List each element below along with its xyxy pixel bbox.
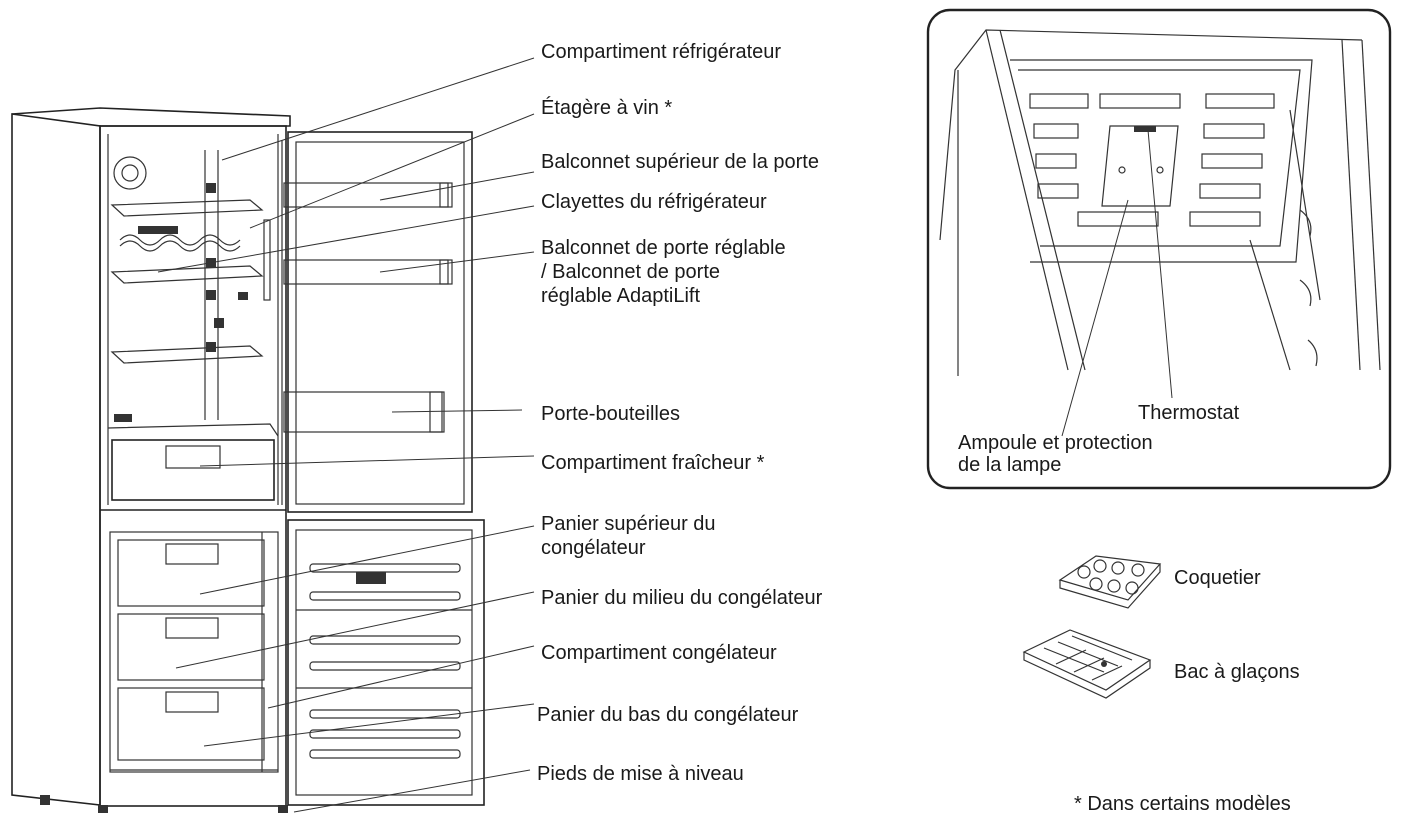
leader-lines [157,57,535,813]
freezer-door [287,519,485,806]
label-wine-rack: Étagère à vin * [541,97,673,119]
label-thermostat: Thermostat [1138,402,1240,424]
egg-tray-icon [1058,555,1162,609]
label-freezer-compartment: Compartiment congélateur [541,642,777,664]
label-freezer-top-basket: Panier supérieur du congélateur [541,513,716,559]
label-crisper: Compartiment fraîcheur * [541,452,765,474]
footnote: * Dans certains modèles [1074,793,1291,815]
fridge-cabinet [11,107,291,813]
label-lamp: Ampoule et protection de la lampe [958,432,1153,476]
fridge-door [281,131,473,513]
label-bottle-holder: Porte-bouteilles [541,403,680,425]
lamp-inset [926,8,1392,490]
label-freezer-bottom-basket: Panier du bas du congélateur [537,704,799,726]
label-egg-tray: Coquetier [1174,567,1261,589]
label-fridge-shelves: Clayettes du réfrigérateur [541,191,767,213]
label-leveling-feet: Pieds de mise à niveau [537,763,744,785]
label-ice-tray: Bac à glaçons [1174,661,1300,683]
label-fridge-compartment: Compartiment réfrigérateur [541,41,782,63]
label-upper-door-balcony: Balconnet supérieur de la porte [541,151,819,173]
ice-tray-icon [1022,629,1152,699]
label-adjustable-door-balcony: Balconnet de porte réglable / Balconnet … [541,237,786,307]
label-freezer-middle-basket: Panier du milieu du congélateur [541,587,823,609]
